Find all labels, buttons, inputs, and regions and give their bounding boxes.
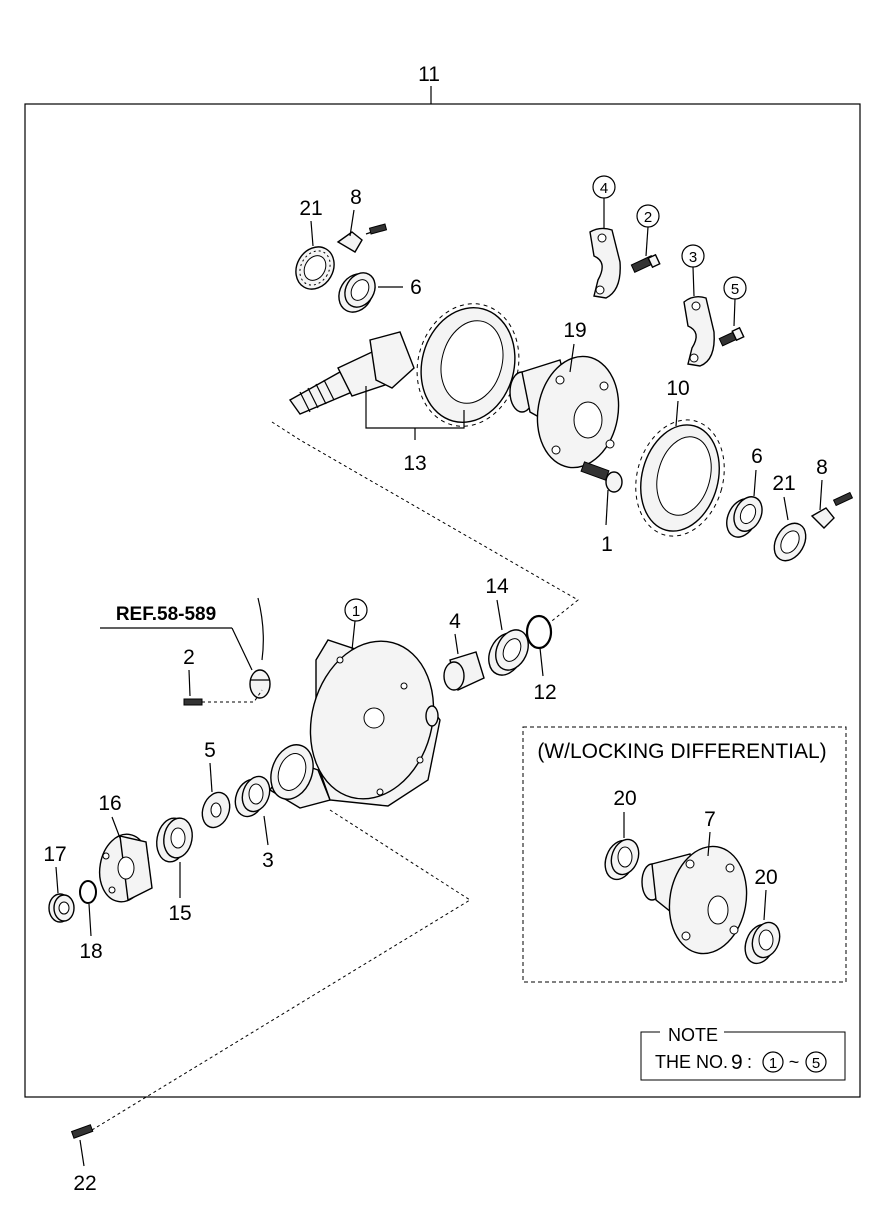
- oil-seal: [156, 817, 193, 863]
- note-range-start: 1: [769, 1055, 777, 1072]
- collapsible-spacer: [443, 651, 485, 691]
- callout-5-shim: 5: [204, 739, 216, 762]
- differential-carrier-housing: [269, 639, 441, 809]
- companion-flange: [98, 833, 153, 903]
- lock-nut: [48, 893, 75, 923]
- side-bearing-race-left: [295, 246, 335, 290]
- callout-17: 17: [43, 843, 66, 866]
- pinion-rear-bearing: [234, 775, 271, 818]
- callout-8-top: 8: [350, 186, 362, 209]
- callout-2-circled: 2: [644, 209, 652, 226]
- callout-1-bolt: 1: [601, 533, 613, 556]
- ring-gear-bolt: [580, 461, 623, 493]
- bolt-2-housing: [183, 698, 203, 706]
- note-prefix: THE NO.: [655, 1052, 728, 1072]
- note-heading: NOTE: [668, 1025, 718, 1045]
- locking-differential-case: [641, 845, 748, 955]
- callout-2-bolt: 2: [183, 646, 195, 669]
- lock-plate-right: [810, 491, 854, 529]
- callout-21-right: 21: [772, 472, 795, 495]
- inset-title: (W/LOCKING DIFFERENTIAL): [537, 740, 826, 763]
- assembly-frame: [24, 103, 861, 1098]
- bolt-22: [70, 1124, 94, 1139]
- bearing-cap-4: [589, 227, 621, 299]
- callout-16: 16: [98, 792, 121, 815]
- adjusting-shim: [201, 791, 231, 829]
- callout-1-circled: 1: [352, 603, 360, 620]
- callout-21-top: 21: [299, 197, 322, 220]
- side-bearing-left: [338, 272, 376, 313]
- ring-gear-13: [416, 303, 520, 427]
- callout-6-right: 6: [751, 445, 763, 468]
- side-bearing-race-right: [773, 522, 807, 562]
- callout-6-top: 6: [410, 276, 422, 299]
- callout-10: 10: [666, 377, 689, 400]
- pinion-bearing: [488, 629, 529, 676]
- inset-bearing-left: [604, 838, 640, 881]
- bearing-cap-3: [683, 295, 715, 367]
- callout-3-bearing: 3: [262, 849, 274, 872]
- note-number: 9: [731, 1051, 743, 1074]
- callout-5-circled: 5: [731, 281, 739, 298]
- breather-sensor: [249, 597, 271, 699]
- lock-plate-left: [336, 223, 388, 253]
- note-range-end-circle: [805, 1051, 827, 1073]
- ring-gear-10: [635, 419, 725, 537]
- callout-19: 19: [563, 319, 586, 342]
- callout-4-spacer: 4: [449, 610, 461, 633]
- bolt-5: [718, 326, 745, 347]
- side-bearing-right: [726, 496, 763, 538]
- reference-label[interactable]: REF.58-589: [116, 604, 216, 625]
- callout-8-right: 8: [816, 456, 828, 479]
- note-range-start-circle: [762, 1051, 784, 1073]
- drive-pinion: [288, 331, 415, 415]
- inset-bearing-right: [744, 921, 781, 965]
- note-range-tilde: ~: [789, 1052, 800, 1072]
- note-separator: :: [747, 1052, 752, 1072]
- callout-22: 22: [73, 1172, 96, 1195]
- bolt-2-top: [630, 253, 661, 273]
- snap-ring: [525, 614, 553, 650]
- callout-4-circled: 4: [600, 180, 608, 197]
- callout-18: 18: [79, 940, 102, 963]
- callout-14: 14: [485, 575, 509, 598]
- callout-15: 15: [168, 902, 191, 925]
- callout-12: 12: [533, 681, 556, 704]
- assembly-number-callout: 11: [418, 63, 440, 86]
- callout-3-circled: 3: [689, 249, 697, 266]
- note-range-end: 5: [812, 1055, 820, 1072]
- inset-callout-20-right: 20: [754, 866, 777, 889]
- differential-case: [509, 355, 620, 469]
- callout-circle-1: [344, 598, 368, 622]
- inset-callout-7: 7: [704, 808, 716, 831]
- plain-washer: [79, 880, 97, 904]
- callout-13: 13: [403, 452, 426, 475]
- inset-callout-20-left: 20: [613, 787, 636, 810]
- locking-differential-inset: [522, 726, 847, 983]
